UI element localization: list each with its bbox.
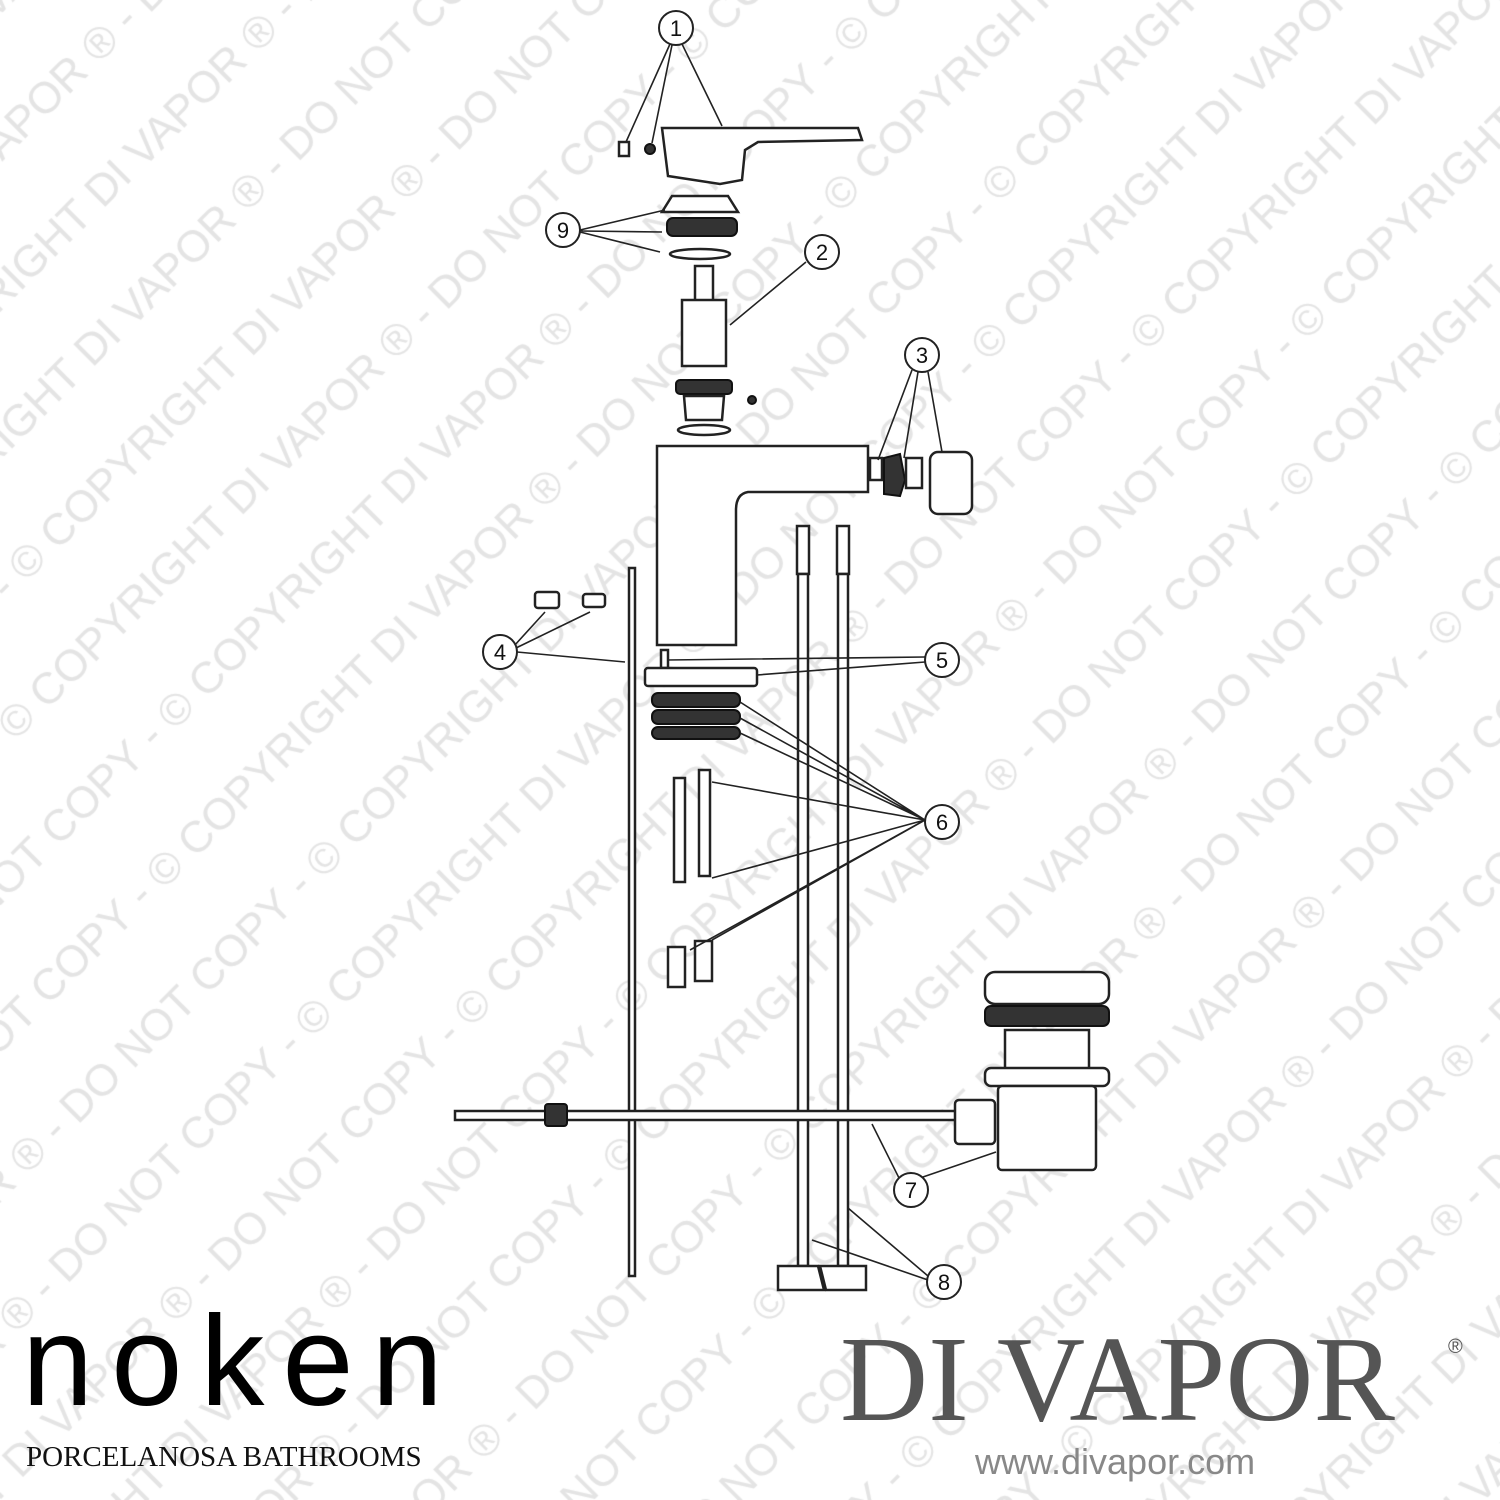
noken-logo: noken	[22, 1290, 461, 1433]
svg-text:4: 4	[494, 640, 506, 665]
part-5-base-plate	[643, 648, 759, 688]
registered-mark: ®	[1448, 1336, 1463, 1358]
part-9-seals	[659, 194, 741, 261]
callout-4: 4	[482, 634, 518, 670]
part-3-aerator	[868, 450, 974, 516]
noken-subtitle: PORCELANOSA BATHROOMS	[26, 1441, 422, 1473]
callout-8: 8	[926, 1264, 962, 1300]
callout-2: 2	[804, 234, 840, 270]
svg-text:5: 5	[936, 648, 948, 673]
svg-text:7: 7	[905, 1178, 917, 1203]
callout-9: 9	[545, 212, 581, 248]
callout-1: 1	[658, 10, 694, 46]
leader-lines	[513, 43, 997, 1281]
callout-7: 7	[893, 1172, 929, 1208]
svg-text:9: 9	[557, 218, 569, 243]
part-8-flexible-hoses	[776, 524, 868, 1292]
divapor-url: www.divapor.com	[975, 1441, 1256, 1482]
part-4-lift-rod	[533, 566, 637, 1278]
part-2-cartridge	[675, 264, 757, 437]
callout-5: 5	[924, 642, 960, 678]
svg-text:3: 3	[916, 343, 928, 368]
part-6-fixing-kit	[651, 692, 741, 989]
svg-text:8: 8	[938, 1270, 950, 1295]
callout-6: 6	[924, 804, 960, 840]
part-7-pop-up-waste	[453, 970, 1111, 1172]
part-1-handle	[617, 126, 864, 186]
tap-body	[655, 444, 870, 647]
svg-text:2: 2	[816, 240, 828, 265]
svg-text:6: 6	[936, 810, 948, 835]
svg-text:1: 1	[670, 16, 682, 41]
divapor-logo: DI VAPOR	[840, 1312, 1395, 1447]
callout-3: 3	[904, 337, 940, 373]
